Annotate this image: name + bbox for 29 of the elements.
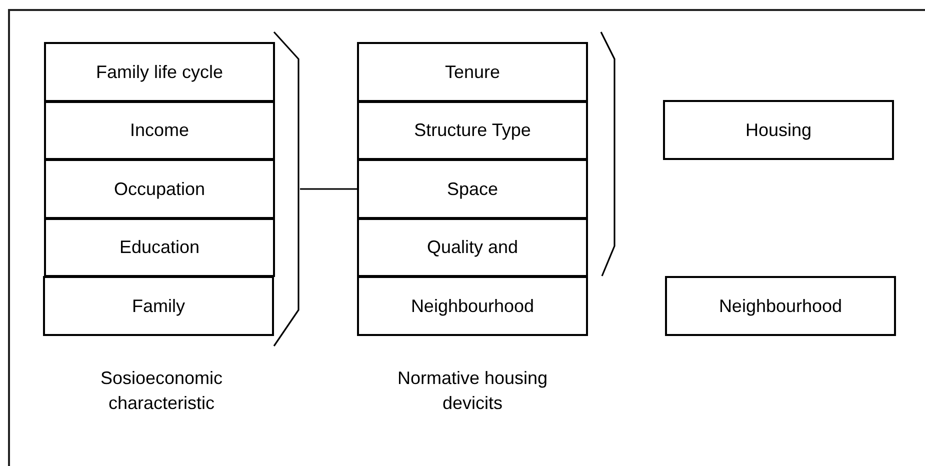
column-caption: Sosioeconomic characteristic bbox=[99, 367, 224, 416]
box-label: Tenure bbox=[444, 60, 500, 84]
box-label: Family bbox=[132, 294, 185, 318]
text-box bbox=[44, 42, 275, 102]
column-caption: Normative housing devicits bbox=[396, 367, 549, 416]
bracket bbox=[273, 31, 300, 347]
text-box bbox=[665, 276, 896, 336]
text-box bbox=[357, 159, 588, 219]
text-box bbox=[44, 100, 275, 160]
box-label: Education bbox=[119, 236, 200, 259]
text-box bbox=[663, 100, 894, 160]
box-label: Structure Type bbox=[414, 119, 531, 142]
box-label: Income bbox=[130, 119, 190, 142]
text-box bbox=[357, 218, 588, 278]
connector-line bbox=[300, 188, 357, 190]
box-label: Family life cycle bbox=[96, 60, 224, 84]
box-label: Neighbourhood bbox=[410, 294, 534, 318]
box-label: Occupation bbox=[114, 178, 206, 200]
text-box bbox=[357, 276, 588, 336]
box-label: Space bbox=[446, 178, 498, 200]
text-box bbox=[357, 42, 588, 102]
text-box bbox=[44, 218, 275, 278]
box-label: Neighbourhood bbox=[718, 294, 842, 318]
text-box bbox=[43, 276, 274, 336]
box-label: Quality and bbox=[426, 236, 518, 259]
bracket bbox=[600, 31, 616, 277]
box-label: Housing bbox=[745, 118, 812, 142]
text-box bbox=[357, 100, 588, 160]
text-box bbox=[44, 159, 275, 219]
